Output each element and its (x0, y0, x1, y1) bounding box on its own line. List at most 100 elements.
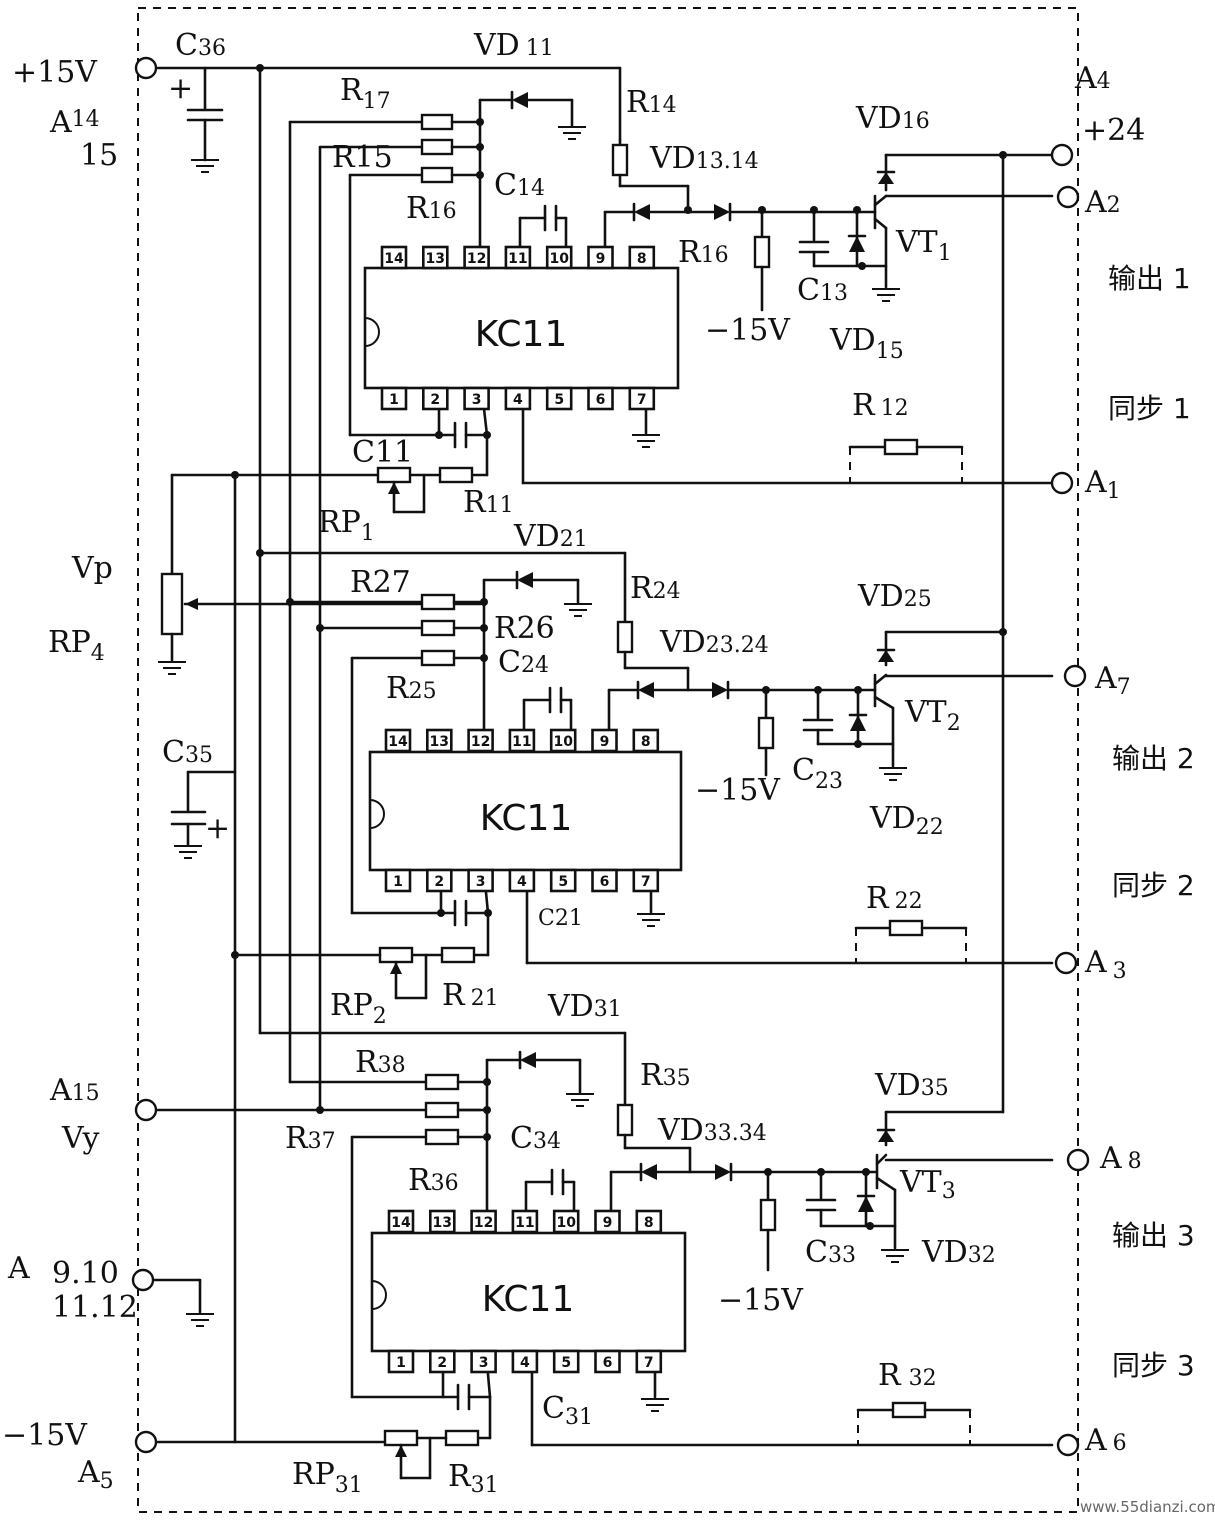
ic-1-pin-9: 9 (587, 245, 614, 270)
ic-3-pin-label: 9 (603, 1215, 613, 1231)
label-r11: R11 (463, 485, 514, 520)
ic-3-pin-label: 6 (603, 1355, 613, 1371)
ic-1-pin-1: 1 (380, 386, 408, 411)
ic-2-pin-10: 10 (549, 728, 577, 753)
ic-1-pin-label: 14 (384, 251, 404, 267)
ic-1-pin-6: 6 (587, 386, 614, 411)
ic-2-pin-13: 13 (425, 728, 453, 753)
ic-2-pin-label: 13 (430, 734, 449, 750)
ic-3-pin-14: 14 (387, 1209, 415, 1234)
ic-2-label: KC11 (480, 798, 573, 839)
label-minus15v-left: −15V (2, 1418, 88, 1453)
label-a910: 9.10 (52, 1256, 119, 1291)
label-sync1: 同步 1 (1108, 392, 1191, 425)
terminal-a7 (1063, 664, 1087, 688)
ic-2-pin-7: 7 (632, 868, 660, 893)
label-c11: C11 (352, 435, 413, 470)
ic-1-pin-label: 6 (596, 392, 606, 408)
ic-3-pin-label: 12 (474, 1215, 493, 1231)
ic-3-pin-label: 11 (515, 1215, 534, 1231)
ic-2-pin-3: 3 (467, 868, 494, 893)
ic-1-pin-4: 4 (504, 386, 532, 411)
label-vd32: VD32 (921, 1235, 996, 1270)
label-sync2: 同步 2 (1112, 869, 1195, 902)
ic-1-pin-label: 13 (426, 251, 445, 267)
label-c34: C34 (510, 1121, 561, 1156)
terminal-a9-12 (131, 1268, 155, 1292)
ic-2-pin-label: 10 (553, 734, 573, 750)
label-minus15v-1: −15V (705, 313, 791, 348)
label-r15: R15 (332, 140, 393, 175)
label-r24: R24 (630, 571, 681, 606)
ic-3-pin-label: 5 (561, 1355, 571, 1371)
ic-2-pin-11: 11 (508, 728, 536, 753)
label-vt1: VT1 (895, 225, 952, 266)
ic-2-pin-label: 11 (512, 734, 531, 750)
label-15: 15 (80, 138, 118, 173)
ic-3-pin-8: 8 (635, 1209, 663, 1234)
label-c35-plus: + (205, 811, 230, 846)
label-c36: C36 (175, 28, 226, 63)
label-rp1: RP1 (318, 505, 375, 546)
channel-2: KC11 (231, 551, 1054, 1000)
label-r35: R35 (640, 1058, 691, 1093)
label-a2: A2 (1084, 185, 1121, 220)
label-c36-plus: + (168, 71, 193, 106)
ic-3-pin-label: 3 (479, 1355, 489, 1371)
label-rp2: RP2 (330, 988, 387, 1029)
terminal-a2 (1056, 185, 1080, 209)
label-c35: C35 (162, 735, 213, 770)
label-rp31: RP31 (292, 1457, 363, 1498)
label-vd3334: VD33.34 (657, 1113, 767, 1148)
label-vp: Vp (71, 551, 113, 586)
label-minus15v-3: −15V (718, 1283, 804, 1318)
label-r16b: R16 (678, 235, 729, 270)
label-r25: R25 (386, 671, 437, 706)
ic-1-pin-3: 3 (463, 386, 490, 411)
ic-2-pin-label: 5 (558, 874, 568, 890)
label-vd35: VD35 (874, 1068, 949, 1103)
label-plus24: +24 (1082, 113, 1145, 148)
ic-2-pin-14: 14 (384, 728, 412, 753)
label-a5: A5 (77, 1455, 114, 1494)
ic-1-pin-label: 10 (549, 251, 569, 267)
ic-3-pin-label: 1 (396, 1355, 406, 1371)
label-plus15v: +15V (12, 55, 98, 90)
label-vt2: VT2 (904, 695, 961, 736)
label-vd21: VD21 (513, 519, 588, 554)
ic-3-pin-label: 4 (520, 1355, 530, 1371)
ic-3-pin-1: 1 (387, 1349, 415, 1374)
ic-2-pin-8: 8 (632, 728, 660, 753)
terminal-a4 (1050, 143, 1074, 167)
ic-1-pin-label: 9 (596, 251, 606, 267)
terminal-a1 (1050, 471, 1074, 495)
channel-3: KC11 (288, 1031, 1054, 1480)
label-r36: R36 (408, 1163, 459, 1198)
terminal-a6 (1056, 1433, 1080, 1457)
ic-2-pin-12: 12 (467, 728, 494, 753)
label-c31: C31 (542, 1391, 593, 1430)
ic-3-pin-9: 9 (594, 1209, 621, 1234)
label-r31: R31 (448, 1459, 499, 1498)
ic-1-pin-8: 8 (628, 245, 656, 270)
label-c33: C33 (805, 1235, 856, 1270)
ic-1-pin-5: 5 (545, 386, 573, 411)
ic-3-pin-12: 12 (470, 1209, 497, 1234)
ic-2-pin-label: 7 (641, 874, 651, 890)
label-minus15v-2: −15V (695, 773, 781, 808)
label-vd2324: VD23.24 (659, 625, 769, 660)
ic-3-pin-5: 5 (552, 1349, 580, 1374)
ic-2-pin-label: 2 (434, 874, 444, 890)
ic-3-pin-6: 6 (594, 1349, 621, 1374)
label-vy: Vy (61, 1121, 99, 1156)
label-a4: A4 (1074, 61, 1111, 96)
ic-2-pin-label: 3 (476, 874, 486, 890)
label-vd16: VD16 (855, 101, 930, 136)
ic-1-pin-label: 2 (430, 392, 440, 408)
label-sync3: 同步 3 (1112, 1349, 1195, 1382)
terminal-a3 (1054, 951, 1078, 975)
